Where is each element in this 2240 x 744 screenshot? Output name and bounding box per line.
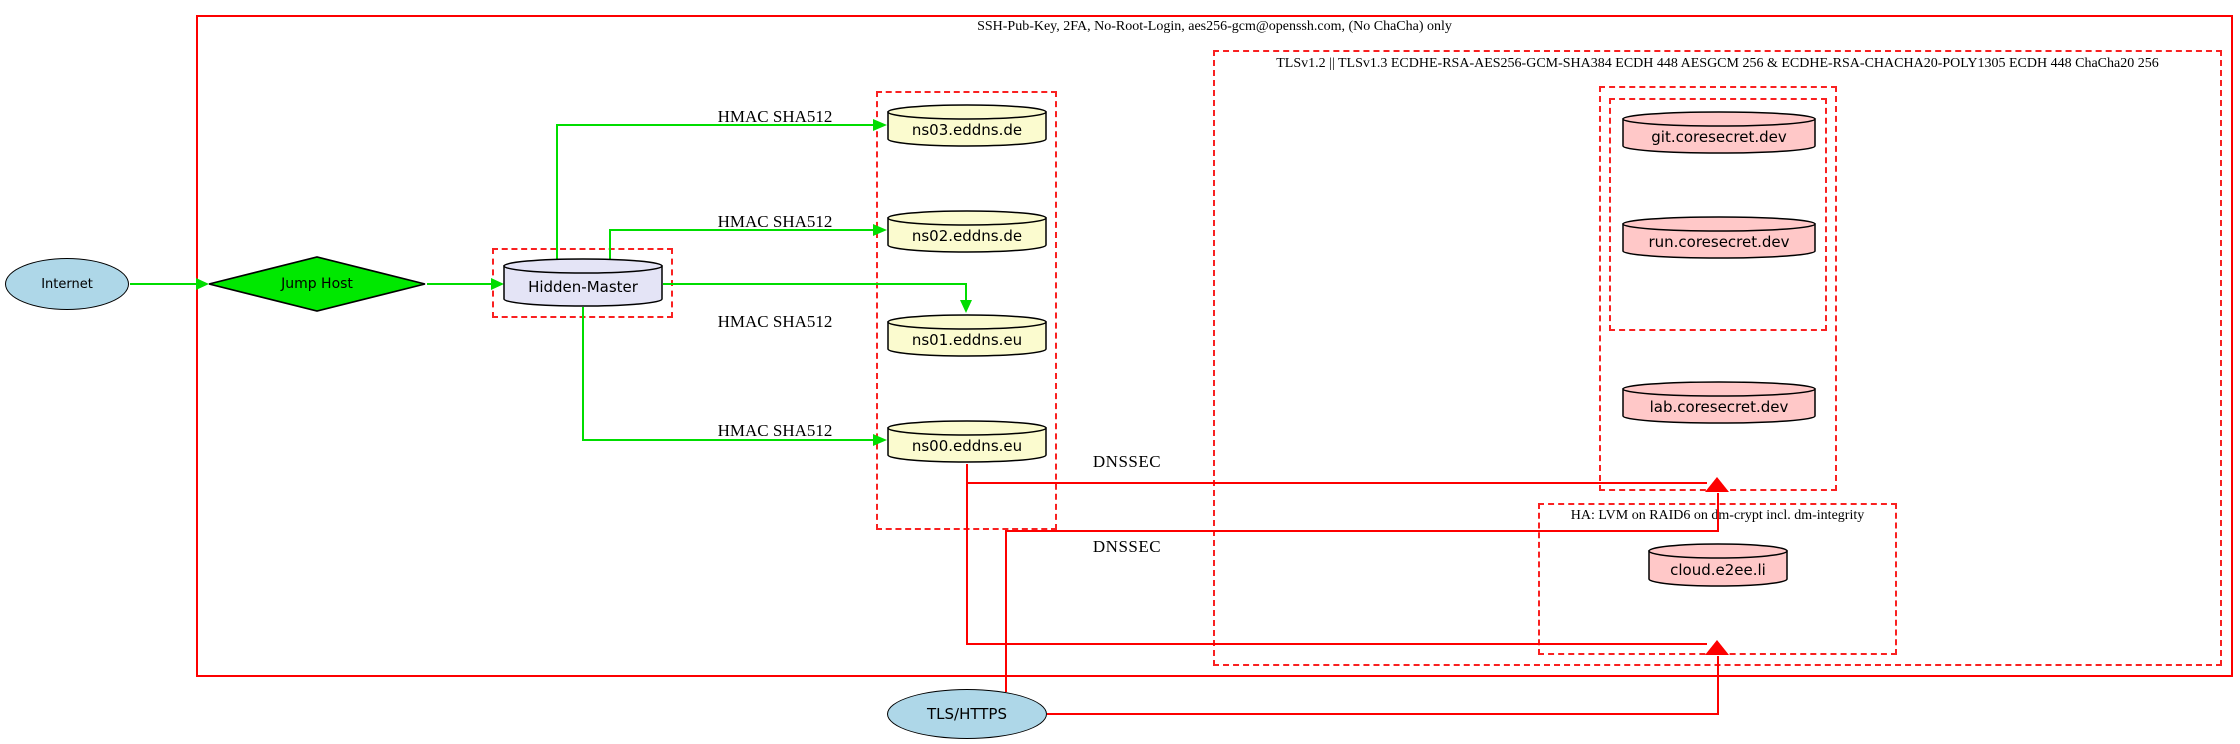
node-ns03: ns03.eddns.de xyxy=(887,103,1047,148)
cluster-ssh-box xyxy=(196,15,2233,677)
node-lab-coresecret-label: lab.coresecret.dev xyxy=(1649,398,1789,416)
edge-tlshttps-to-coresecret xyxy=(1005,493,1719,692)
edge-label-hmac-ns01: HMAC SHA512 xyxy=(717,312,833,331)
node-ns01-label: ns01.eddns.eu xyxy=(911,331,1023,349)
node-ns03-label: ns03.eddns.de xyxy=(911,121,1023,139)
node-lab-coresecret: lab.coresecret.dev xyxy=(1622,380,1816,425)
edge-hiddenmaster-ns00 xyxy=(582,307,873,441)
node-hidden-master: Hidden-Master xyxy=(503,257,663,308)
edge-label-hmac-ns03: HMAC SHA512 xyxy=(717,107,833,126)
arrowhead-to-jumphost xyxy=(196,278,209,290)
node-hidden-master-label: Hidden-Master xyxy=(528,278,638,296)
edge-tlshttps-to-ha xyxy=(1047,656,1719,715)
arrowhead-into-coresecret-cluster xyxy=(1705,477,1729,492)
arrowhead-to-ns01 xyxy=(960,300,972,313)
edge-hiddenmaster-ns03 xyxy=(556,124,873,259)
node-ns02-label: ns02.eddns.de xyxy=(911,227,1023,245)
node-jump-host-label: Jump Host xyxy=(281,276,353,292)
node-ns00: ns00.eddns.eu xyxy=(887,419,1047,464)
node-ns01: ns01.eddns.eu xyxy=(887,313,1047,358)
edge-label-dnssec-2: DNSSEC xyxy=(1092,537,1162,556)
edge-label-hmac-ns02: HMAC SHA512 xyxy=(717,212,833,231)
edge-dnssec-to-ha xyxy=(966,483,1707,645)
node-run-coresecret-label: run.coresecret.dev xyxy=(1648,233,1790,251)
node-cloud-e2ee: cloud.e2ee.li xyxy=(1648,542,1788,588)
arrowhead-to-ns00 xyxy=(873,434,887,446)
node-ns00-label: ns00.eddns.eu xyxy=(911,437,1023,455)
node-internet: Internet xyxy=(5,258,129,310)
cluster-coresecret-inner-box xyxy=(1609,98,1827,331)
arrowhead-to-ns02 xyxy=(873,224,887,236)
cluster-tls-label: TLSv1.2 || TLSv1.3 ECDHE-RSA-AES256-GCM-… xyxy=(1276,56,2159,71)
jump-host-diamond-shape xyxy=(208,256,426,312)
node-jump-host: Jump Host xyxy=(208,256,426,312)
node-git-coresecret-label: git.coresecret.dev xyxy=(1651,128,1787,146)
edge-label-hmac-ns00: HMAC SHA512 xyxy=(717,421,833,440)
node-tls-https: TLS/HTTPS xyxy=(887,689,1047,739)
edge-hiddenmaster-ns02 xyxy=(609,229,873,259)
node-cloud-e2ee-label: cloud.e2ee.li xyxy=(1670,560,1766,579)
arrowhead-to-ns03 xyxy=(873,119,887,131)
node-internet-label: Internet xyxy=(41,276,93,292)
node-tls-https-label: TLS/HTTPS xyxy=(926,705,1007,723)
cluster-ssh-label: SSH-Pub-Key, 2FA, No-Root-Login, aes256-… xyxy=(977,19,1452,34)
arrowhead-to-hiddenmaster xyxy=(491,278,504,290)
node-ns02: ns02.eddns.de xyxy=(887,209,1047,254)
edge-hiddenmaster-ns01 xyxy=(663,283,967,301)
node-git-coresecret: git.coresecret.dev xyxy=(1622,110,1816,155)
edge-label-dnssec-1: DNSSEC xyxy=(1092,452,1162,471)
node-run-coresecret: run.coresecret.dev xyxy=(1622,215,1816,260)
arrowhead-into-ha-cluster xyxy=(1705,640,1729,655)
